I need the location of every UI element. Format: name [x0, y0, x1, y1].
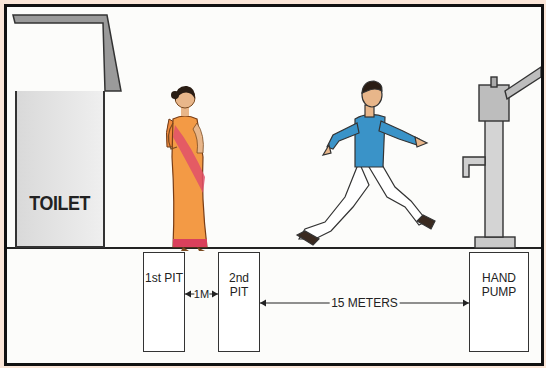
box-label: 1st PIT	[145, 271, 183, 285]
arrow-head	[463, 300, 469, 307]
picture-frame: TOILET 1st PIT 2nd PIT HAND PUMP 1M 15 METER…	[4, 4, 544, 366]
arrow-head	[260, 300, 266, 307]
dimension-label: 1M	[194, 287, 209, 301]
box-label: TOILET	[30, 191, 91, 215]
pit-box: 1st PIT	[143, 252, 185, 352]
arrow-head	[185, 291, 191, 298]
toilet-building: TOILET	[15, 91, 105, 248]
arrow-head	[212, 291, 218, 298]
hand-pump	[463, 67, 541, 248]
woman-figure	[166, 86, 207, 251]
connector-layer	[7, 7, 541, 363]
pit-box: 2nd PIT	[218, 252, 260, 352]
running-man	[297, 81, 435, 245]
dimension-label: 15 METERS	[329, 296, 400, 310]
toilet-roof	[13, 15, 121, 91]
box-label: 2nd PIT	[219, 271, 259, 299]
box-label: HAND PUMP	[470, 271, 528, 299]
hand-pump-box: HAND PUMP	[469, 252, 529, 352]
